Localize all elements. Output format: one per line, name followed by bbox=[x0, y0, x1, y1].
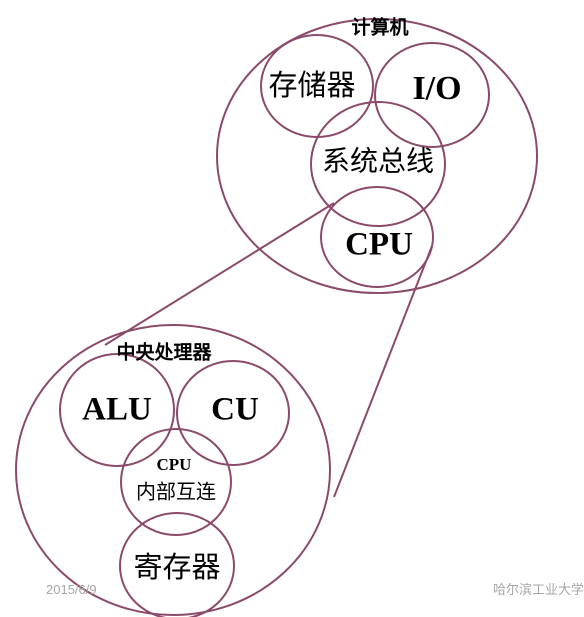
cpu-detail-ellipse bbox=[15, 324, 331, 616]
interconnect-label-line2: 内部互连 bbox=[136, 480, 216, 504]
computer-title: 计算机 bbox=[351, 15, 408, 38]
memory-label: 存储器 bbox=[268, 68, 355, 102]
interconnect-label-line1: CPU bbox=[157, 455, 192, 474]
alu-label: ALU bbox=[82, 392, 152, 428]
alu-circle bbox=[59, 353, 175, 467]
system-bus-circle bbox=[310, 101, 446, 227]
interconnect-circle bbox=[120, 428, 232, 536]
cpu-detail-title: 中央处理器 bbox=[116, 340, 212, 363]
connector-line-right bbox=[333, 245, 433, 498]
footer-organization: 哈尔滨工业大学 bbox=[492, 582, 584, 597]
registers-label: 寄存器 bbox=[133, 550, 220, 584]
system-bus-label: 系统总线 bbox=[322, 145, 434, 178]
connector-line-left bbox=[104, 202, 335, 346]
registers-circle bbox=[119, 512, 235, 617]
cu-label: CU bbox=[211, 392, 259, 428]
cpu-label: CPU bbox=[345, 227, 413, 263]
io-circle bbox=[374, 42, 490, 148]
cpu-circle bbox=[320, 186, 434, 288]
cu-circle bbox=[176, 360, 290, 466]
io-label: I/O bbox=[412, 70, 461, 107]
footer-date: 2015/6/9 bbox=[46, 582, 97, 597]
computer-ellipse bbox=[216, 18, 538, 294]
